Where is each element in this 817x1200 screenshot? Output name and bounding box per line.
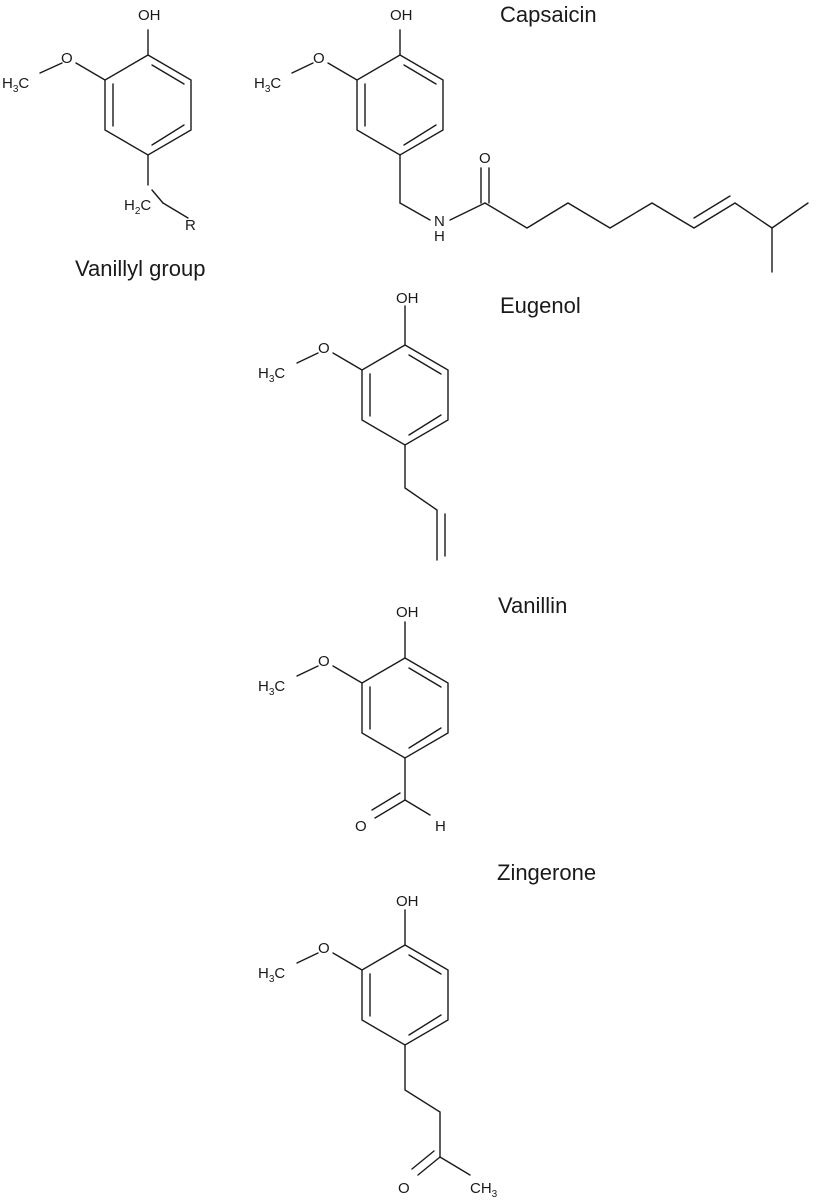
- molecule-vanillin: OH O H3C O H Vanillin: [258, 593, 567, 835]
- amide-hydrogen-label: H: [434, 228, 445, 245]
- terminal-methyl-label: CH3: [470, 1180, 498, 1200]
- bonds: [296, 305, 449, 561]
- molecule-name: Zingerone: [497, 860, 596, 885]
- methoxy-oxygen-label: O: [313, 50, 325, 67]
- bonds: [39, 29, 192, 219]
- methoxy-oxygen-label: O: [318, 653, 330, 670]
- molecule-name: Vanillin: [498, 593, 567, 618]
- methyl-label: H3C: [2, 75, 29, 95]
- methylene-label: H2C: [124, 197, 151, 217]
- ketone-oxygen-label: O: [398, 1180, 410, 1197]
- molecule-zingerone: OH O H3C O CH3 Zingerone: [258, 860, 596, 1200]
- aldehyde-hydrogen-label: H: [435, 818, 446, 835]
- aldehyde-oxygen-label: O: [355, 818, 367, 835]
- methyl-label: H3C: [258, 678, 285, 698]
- r-group-label: R: [185, 217, 196, 234]
- methyl-label: H3C: [254, 75, 281, 95]
- carbonyl-oxygen-label: O: [479, 150, 491, 167]
- hydroxyl-label: OH: [396, 893, 419, 910]
- bonds: [296, 621, 449, 819]
- methoxy-oxygen-label: O: [318, 940, 330, 957]
- methyl-label: H3C: [258, 965, 285, 985]
- molecule-capsaicin: OH O H3C H N O Capsaicin: [254, 2, 809, 273]
- methyl-label: H3C: [258, 365, 285, 385]
- molecule-name: Eugenol: [500, 293, 581, 318]
- methoxy-oxygen-label: O: [61, 50, 73, 67]
- molecule-name: Capsaicin: [500, 2, 597, 27]
- hydroxyl-label: OH: [396, 290, 419, 307]
- methoxy-oxygen-label: O: [318, 340, 330, 357]
- bonds: [296, 909, 471, 1176]
- hydroxyl-label: OH: [138, 7, 161, 24]
- molecule-eugenol: OH O H3C Eugenol: [258, 290, 581, 561]
- hydroxyl-label: OH: [396, 604, 419, 621]
- molecule-name: Vanillyl group: [75, 256, 205, 281]
- hydroxyl-label: OH: [390, 7, 413, 24]
- amide-nitrogen-label: N: [434, 213, 445, 230]
- bonds: [291, 29, 809, 273]
- molecule-vanillyl-group: OH O H3C H2C R Vanillyl group: [2, 7, 205, 281]
